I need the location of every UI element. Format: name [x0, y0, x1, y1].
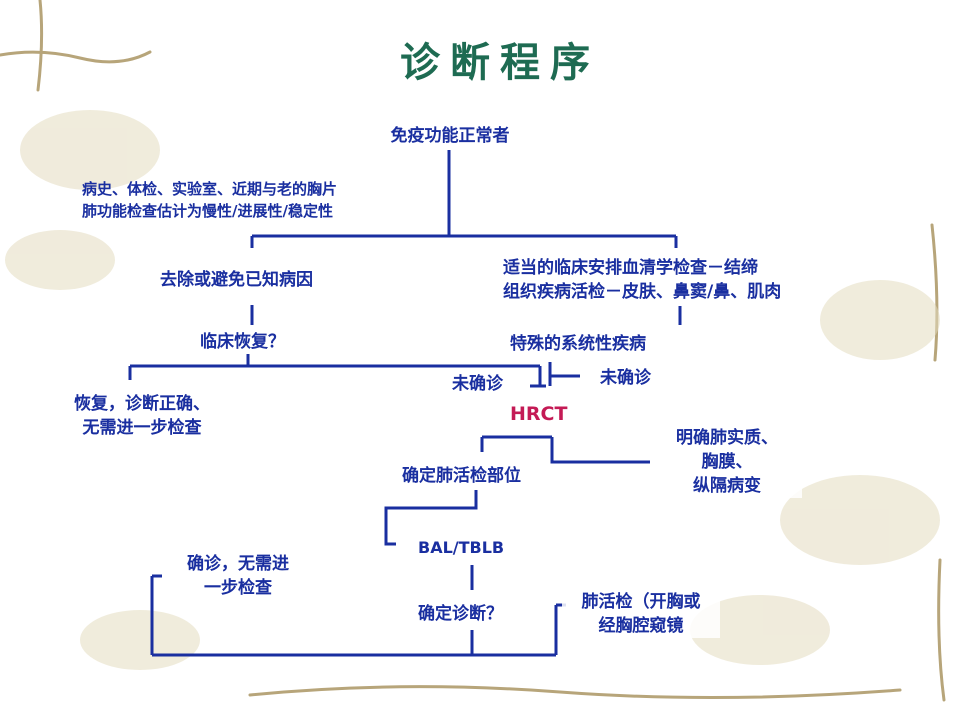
node-bal-tblb: BAL/TBLB: [418, 536, 504, 560]
lung-biopsy-line-1: 肺活检（开胸或: [562, 590, 720, 614]
clear-line-2: 胸膜、: [652, 450, 802, 474]
node-clear-lesion: 明确肺实质、 胸膜、 纵隔病变: [652, 426, 802, 498]
history-line-2: 肺功能检查估计为慢性/进展性/稳定性: [82, 200, 337, 222]
lung-biopsy-line-2: 经胸腔窥镜: [562, 614, 720, 638]
node-remove-cause: 去除或避免已知病因: [160, 268, 313, 292]
node-lung-biopsy: 肺活检（开胸或 经胸腔窥镜: [562, 590, 720, 638]
confirmed-line-1: 确诊，无需进: [168, 552, 308, 576]
node-undiagnosed-left: 未确诊: [452, 372, 503, 396]
node-recovered: 恢复，诊断正确、 无需进一步检查: [52, 392, 232, 440]
node-hrct: HRCT: [510, 402, 567, 426]
serology-line-2: 组织疾病活检－皮肤、鼻窦/鼻、肌肉: [503, 280, 781, 304]
node-serology: 适当的临床安排血清学检查－结缔 组织疾病活检－皮肤、鼻窦/鼻、肌肉: [503, 256, 781, 304]
recovered-line-2: 无需进一步检查: [52, 416, 232, 440]
clear-line-3: 纵隔病变: [652, 474, 802, 498]
history-line-1: 病史、体检、实验室、近期与老的胸片: [82, 178, 337, 200]
recovered-line-1: 恢复，诊断正确、: [52, 392, 232, 416]
clear-line-1: 明确肺实质、: [652, 426, 802, 450]
node-definite-diagnosis: 确定诊断？: [418, 602, 503, 626]
node-clinical-recovery: 临床恢复？: [200, 330, 285, 354]
node-immunocompetent: 免疫功能正常者: [355, 124, 545, 148]
confirmed-line-2: 一步检查: [168, 576, 308, 600]
node-undiagnosed-right: 未确诊: [600, 366, 651, 390]
node-history-exam: 病史、体检、实验室、近期与老的胸片 肺功能检查估计为慢性/进展性/稳定性: [82, 178, 337, 222]
serology-line-1: 适当的临床安排血清学检查－结缔: [503, 256, 781, 280]
node-confirmed: 确诊，无需进 一步检查: [168, 552, 308, 600]
node-systemic-disease: 特殊的系统性疾病: [510, 332, 646, 356]
node-biopsy-site: 确定肺活检部位: [402, 464, 521, 488]
